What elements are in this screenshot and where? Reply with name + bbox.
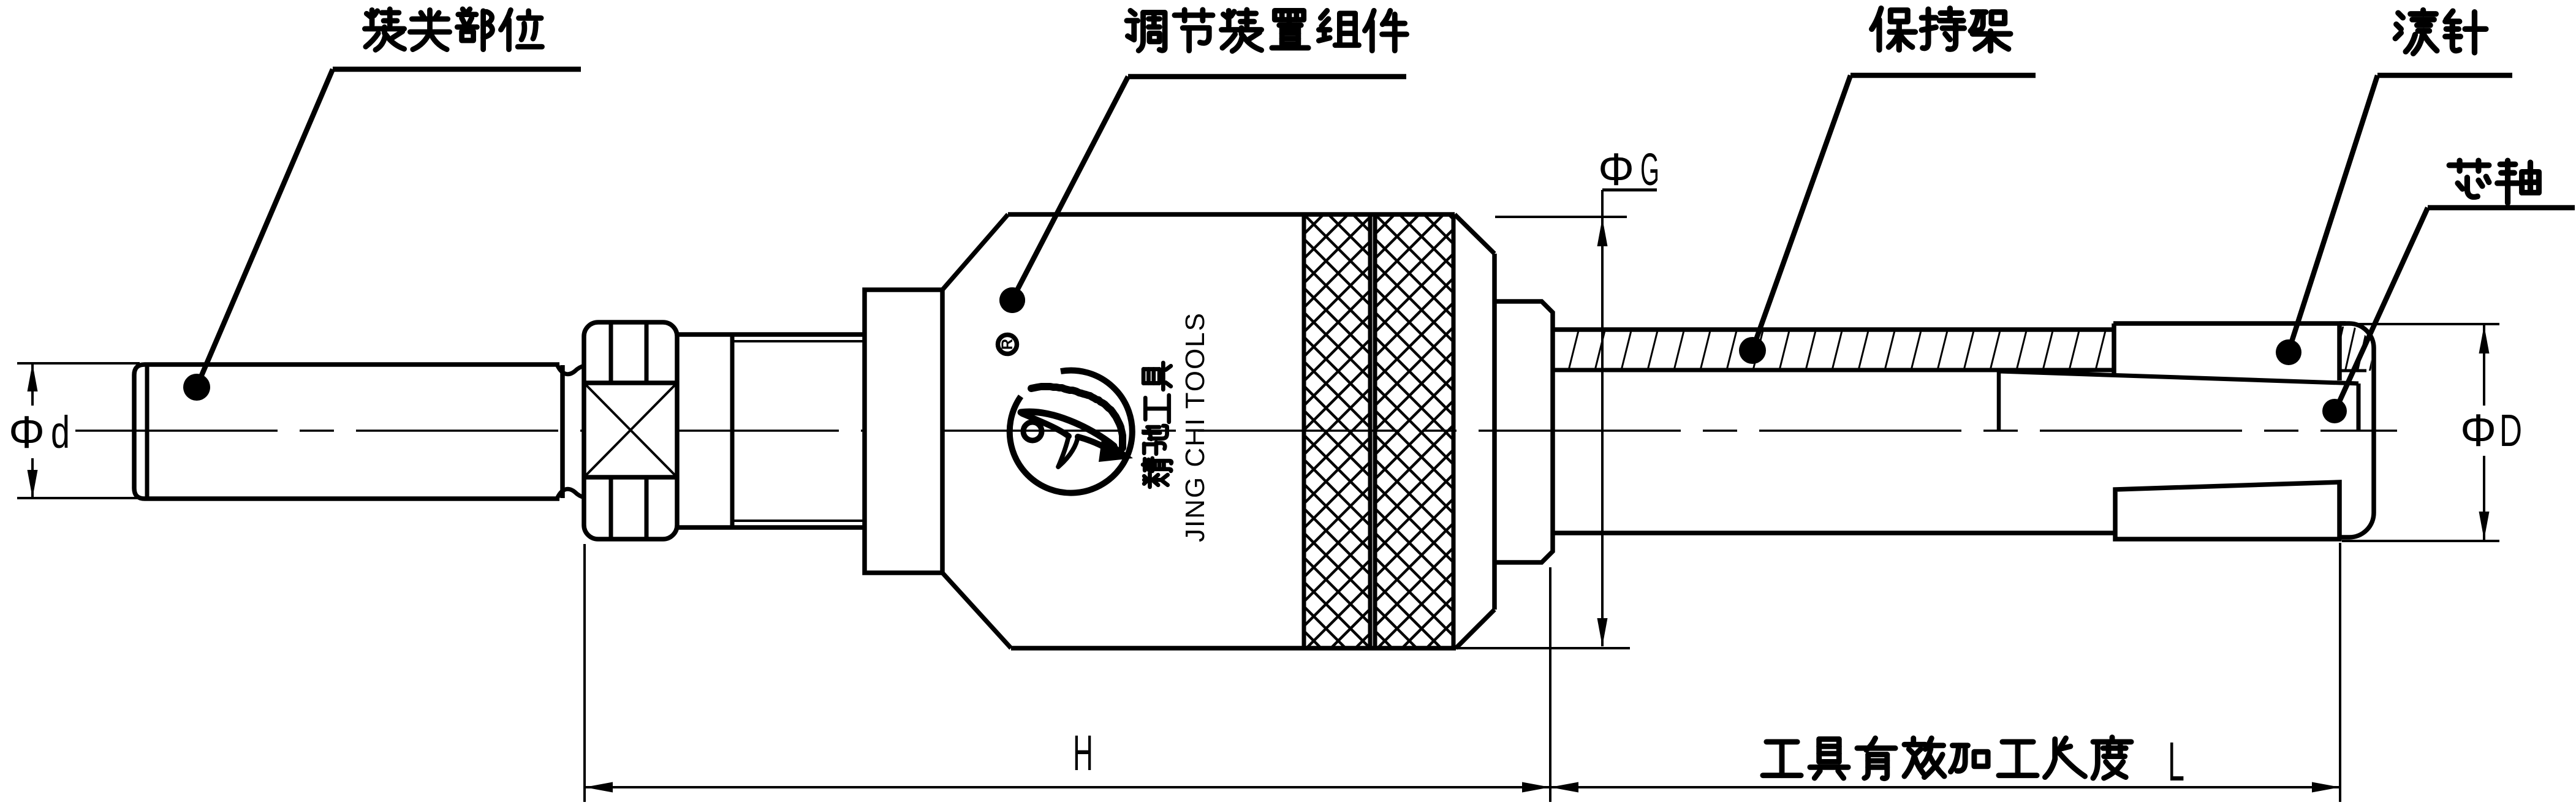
svg-text:D: D	[2499, 405, 2522, 456]
svg-text:Φ: Φ	[2460, 405, 2496, 456]
svg-text:JING CHI TOOLS: JING CHI TOOLS	[1180, 312, 1210, 542]
svg-text:H: H	[1073, 725, 1093, 781]
svg-text:L: L	[2168, 731, 2184, 793]
svg-text:G: G	[1640, 144, 1659, 195]
svg-text:R: R	[999, 339, 1016, 350]
svg-text:d: d	[51, 407, 70, 458]
svg-text:Φ: Φ	[9, 407, 45, 458]
svg-text:Φ: Φ	[1598, 144, 1634, 195]
